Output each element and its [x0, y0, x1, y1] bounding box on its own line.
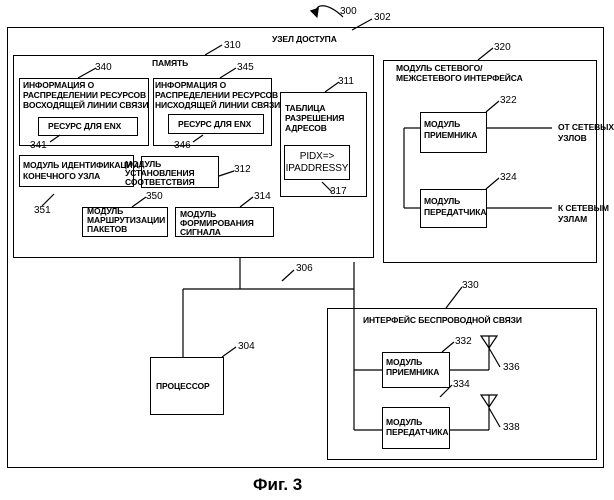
address-entry-line1: PIDX=> [284, 151, 350, 162]
signal-module-line3: СИГНАЛА [180, 227, 221, 237]
downlink-resource-label: РЕСУРС ДЛЯ ENX [178, 119, 251, 129]
wireless-interface-title: ИНТЕРФЕЙС БЕСПРОВОДНОЙ СВЯЗИ [363, 315, 522, 325]
ref-322: 322 [500, 95, 517, 106]
ref-306: 306 [296, 263, 313, 274]
net-receiver-line1: МОДУЛЬ [424, 119, 460, 129]
ref-346: 346 [174, 140, 191, 151]
downlink-info-line1: ИНФОРМАЦИЯ О [155, 80, 226, 90]
ref-330: 330 [462, 280, 479, 291]
network-module-box [383, 60, 597, 263]
ref-332: 332 [455, 336, 472, 347]
net-receiver-line2: ПРИЕМНИКА [424, 130, 477, 140]
to-nodes-line2: УЗЛАМ [558, 214, 587, 224]
network-module-line1: МОДУЛЬ СЕТЕВОГО/ [396, 63, 482, 73]
address-table-line2: РАЗРЕШЕНИЯ [285, 113, 344, 123]
downlink-info-line3: НИСХОДЯЩЕЙ ЛИНИИ СВЯЗИ [155, 100, 280, 110]
address-table-line1: ТАБЛИЦА [285, 103, 325, 113]
processor-label: ПРОЦЕССОР [156, 381, 210, 391]
matching-module-line3: СООТВЕТСТВИЯ [125, 177, 195, 187]
ref-311: 311 [338, 76, 354, 87]
ref-314: 314 [254, 191, 271, 202]
ref-351: 351 [34, 205, 51, 216]
wl-transmitter-line2: ПЕРЕДАТЧИКА [386, 427, 448, 437]
ref-336: 336 [503, 362, 520, 373]
net-transmitter-line1: МОДУЛЬ [424, 196, 460, 206]
terminal-id-module-line1: МОДУЛЬ ИДЕНТИФИКАЦИИ [23, 160, 139, 170]
uplink-info-line2: РАСПРЕДЕЛЕНИИ РЕСУРСОВ [23, 90, 146, 100]
figure-ref-arrow [316, 6, 343, 17]
figure-caption: Фиг. 3 [253, 475, 302, 495]
ref-341: 341 [30, 140, 47, 151]
address-entry-line2: IPADDRESSY [284, 163, 350, 174]
from-nodes-line1: ОТ СЕТЕВЫХ [558, 122, 614, 132]
ref-310: 310 [224, 40, 241, 51]
routing-module-line3: ПАКЕТОВ [87, 224, 127, 234]
network-module-line2: МЕЖСЕТЕВОГО ИНТЕРФЕЙСА [396, 73, 523, 83]
ref-302: 302 [374, 12, 391, 23]
uplink-resource-label: РЕСУРС ДЛЯ ENX [48, 121, 121, 131]
ref-312: 312 [234, 164, 251, 175]
uplink-info-line1: ИНФОРМАЦИЯ О [23, 80, 94, 90]
wl-receiver-line2: ПРИЕМНИКА [386, 367, 439, 377]
ref-300: 300 [340, 6, 357, 17]
address-table-line3: АДРЕСОВ [285, 123, 327, 133]
ref-320: 320 [494, 42, 511, 53]
uplink-info-line3: ВОСХОДЯЩЕЙ ЛИНИИ СВЯЗИ [23, 100, 148, 110]
access-node-title: УЗЕЛ ДОСТУПА [272, 34, 337, 44]
terminal-id-module-line2: КОНЕЧНОГО УЗЛА [23, 171, 100, 181]
ref-345: 345 [237, 62, 254, 73]
ref-324: 324 [500, 172, 517, 183]
memory-title: ПАМЯТЬ [152, 58, 188, 68]
ref-338: 338 [503, 422, 520, 433]
ref-317: 317 [330, 186, 347, 197]
downlink-info-line2: РАСПРЕДЕЛЕНИИ РЕСУРСОВ [155, 90, 278, 100]
net-transmitter-line2: ПЕРЕДАТЧИКА [424, 207, 486, 217]
from-nodes-line2: УЗЛОВ [558, 133, 587, 143]
ref-340: 340 [95, 62, 112, 73]
wl-receiver-line1: МОДУЛЬ [386, 357, 422, 367]
ref-304: 304 [238, 341, 255, 352]
wl-transmitter-line1: МОДУЛЬ [386, 417, 422, 427]
ref-334: 334 [453, 379, 470, 390]
ref-350: 350 [146, 191, 163, 202]
to-nodes-line1: К СЕТЕВЫМ [558, 203, 609, 213]
